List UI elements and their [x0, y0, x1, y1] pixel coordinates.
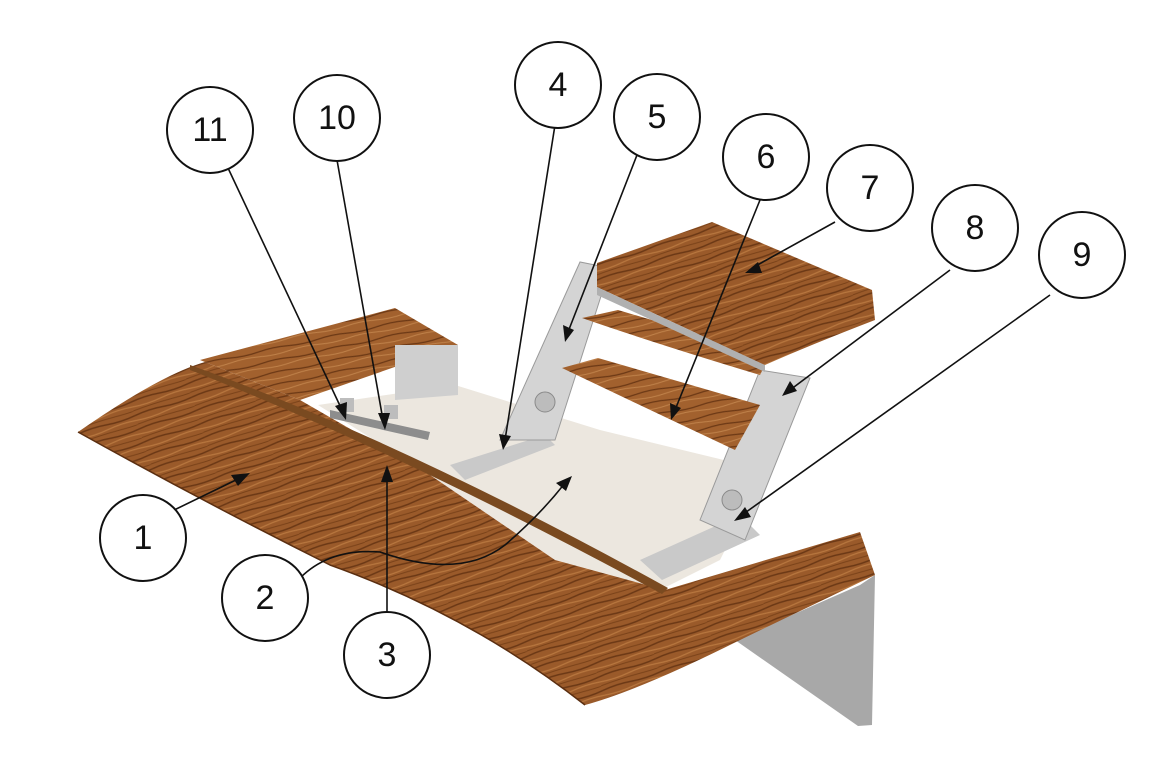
arrowhead-1	[231, 473, 250, 486]
balloon-8: 8	[931, 184, 1019, 272]
main-deck-edge	[77, 431, 586, 706]
balloon-10: 10	[293, 74, 381, 162]
leader-11	[227, 167, 343, 411]
hinge-knuckle-left	[534, 391, 556, 413]
balloon-7-label: 7	[861, 169, 880, 207]
arrowhead-7	[745, 262, 762, 273]
arrowhead-3	[381, 465, 393, 482]
hardware-plate	[330, 410, 430, 440]
arrowheads	[231, 262, 797, 521]
top-platform	[597, 222, 875, 365]
balloon-1-label: 1	[134, 519, 153, 557]
balloon-5: 5	[613, 73, 701, 161]
balloon-6-label: 6	[757, 138, 776, 176]
arrowhead-10	[378, 413, 390, 430]
balloon-4-label: 4	[549, 66, 568, 104]
leader-9	[741, 294, 1051, 516]
ladder-rail-left	[499, 261, 611, 441]
balloon-7: 7	[826, 144, 914, 232]
balloon-3: 3	[343, 611, 431, 699]
step-tread-lower	[562, 358, 760, 450]
balloon-8-label: 8	[966, 209, 985, 247]
pivot-bracket-left	[450, 435, 555, 480]
top-platform-frame	[597, 287, 765, 372]
balloon-5-label: 5	[648, 98, 667, 136]
balloon-11-label: 11	[192, 111, 227, 149]
balloon-4: 4	[514, 41, 602, 129]
arrowhead-5	[563, 325, 574, 342]
leader-1	[167, 477, 241, 514]
balloon-2-label: 2	[256, 579, 275, 617]
balloon-6: 6	[722, 113, 810, 201]
leader-2	[299, 482, 566, 579]
assembly-illustration	[77, 222, 875, 726]
arrowhead-11	[335, 402, 347, 420]
arrowhead-2	[556, 476, 572, 491]
balloon-10-label: 10	[318, 99, 356, 137]
leader-4	[504, 124, 556, 441]
back-deck-top	[200, 308, 458, 400]
leader-lines	[167, 124, 1051, 612]
leader-6	[674, 199, 761, 411]
arrowhead-9	[734, 507, 751, 521]
balloon-11: 11	[166, 86, 254, 174]
leader-5	[567, 154, 638, 333]
hull-side-panel	[735, 575, 875, 726]
leader-7	[751, 221, 836, 269]
back-deck-side	[395, 345, 458, 400]
balloon-9: 9	[1038, 211, 1126, 299]
balloon-9-label: 9	[1073, 236, 1092, 274]
hinge-knuckle-right	[721, 489, 743, 511]
main-deck	[78, 362, 875, 705]
leader-8	[789, 269, 951, 391]
step-tread-upper	[582, 310, 770, 375]
balloon-2: 2	[221, 554, 309, 642]
hinge-strip	[190, 365, 668, 594]
arrowhead-4	[499, 434, 511, 450]
arrowhead-8	[782, 381, 797, 396]
floor-panel	[318, 385, 765, 590]
balloon-1: 1	[99, 494, 187, 582]
balloon-3-label: 3	[378, 636, 397, 674]
arrowhead-6	[670, 403, 681, 420]
leader-10	[336, 159, 384, 421]
